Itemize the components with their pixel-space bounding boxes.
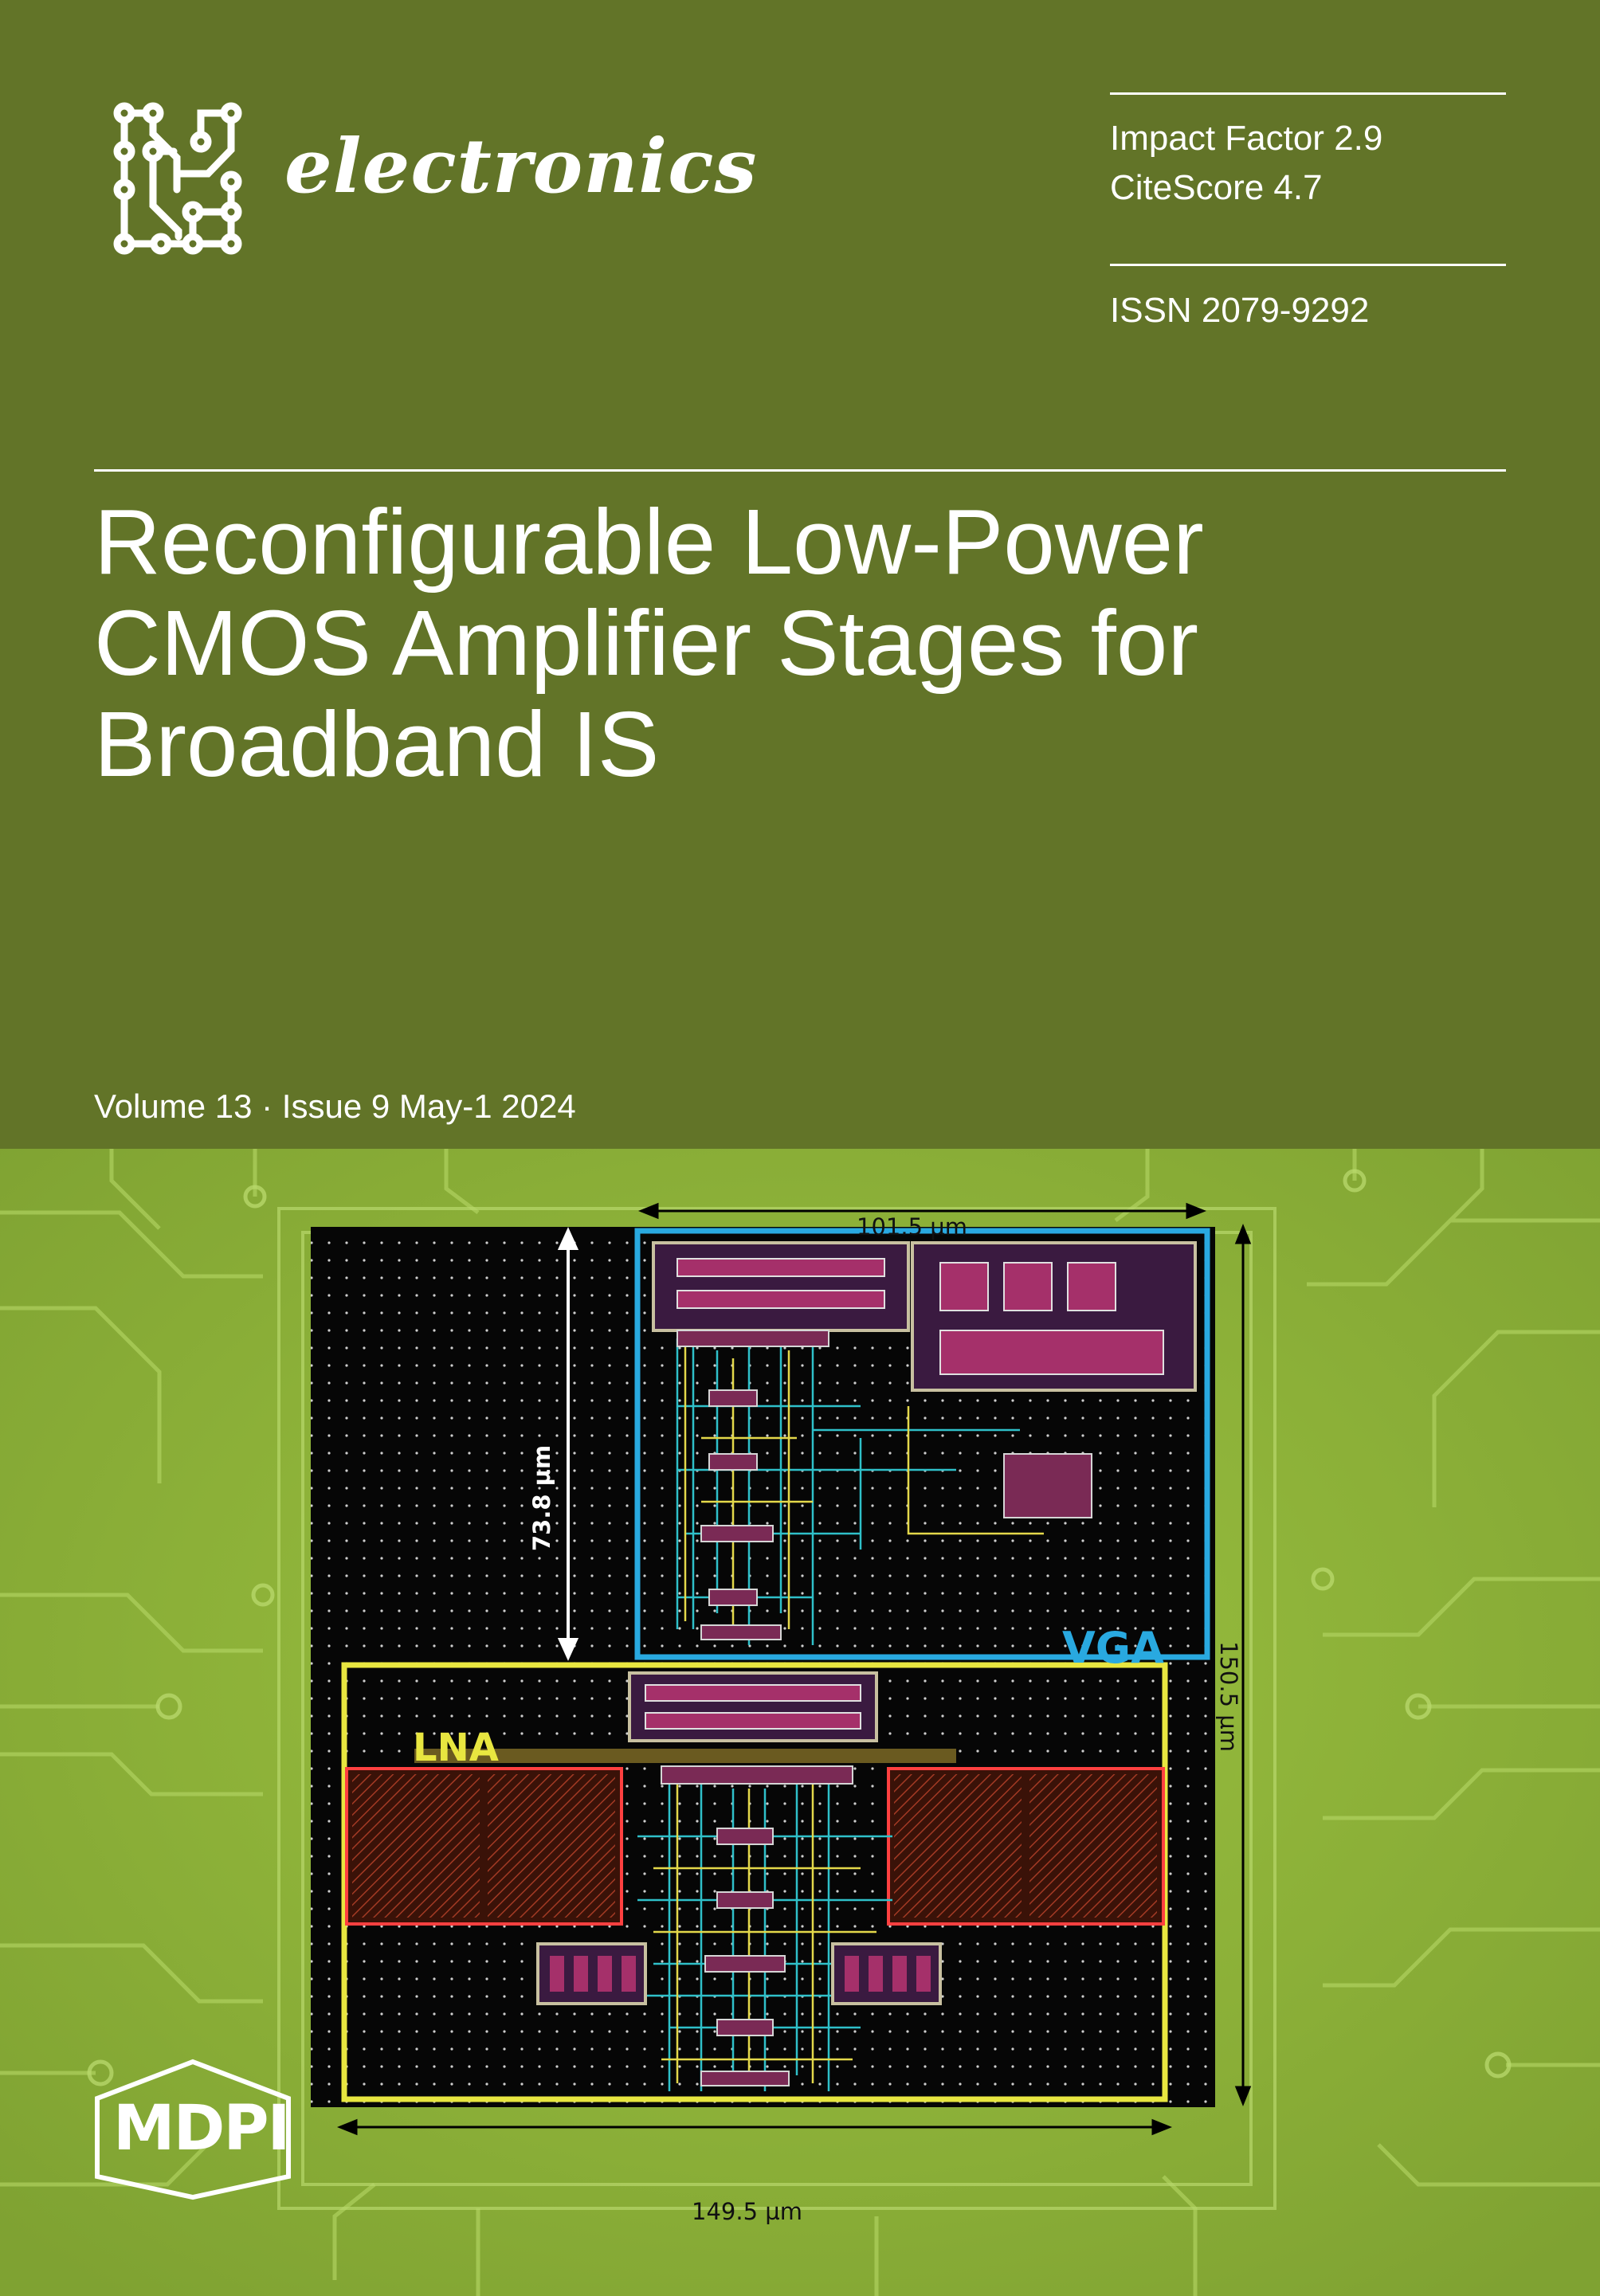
cover-header: electronics Impact Factor 2.9 CiteScore … (94, 92, 1506, 1125)
dimension-top-label: 101.5 µm (857, 1213, 967, 1240)
cite-score: CiteScore 4.7 (1110, 168, 1323, 207)
title-line-3: Broadband IS (94, 692, 660, 796)
title-line-1: Reconfigurable Low-Power (94, 490, 1204, 594)
dimension-bottom-label: 149.5 µm (692, 2198, 802, 2225)
impact-factor: Impact Factor 2.9 (1110, 119, 1383, 158)
lna-block-label: LNA (413, 1726, 499, 1770)
mdpi-logo-icon (95, 2059, 291, 2200)
header-rule-top (1110, 92, 1506, 95)
title-line-2: CMOS Amplifier Stages for (94, 591, 1198, 695)
electronics-logo-icon (113, 102, 242, 255)
header-rule-middle (1110, 264, 1506, 266)
issn: ISSN 2079-9292 (1110, 291, 1370, 330)
chip-layout-figure (311, 1202, 1252, 2136)
dimension-right-label: 150.5 µm (1215, 1641, 1242, 1752)
dimension-left-label: 73.8 µm (528, 1444, 555, 1551)
cover-image: 101.5 µm 150.5 µm 149.5 µm 73.8 µm VGA L… (0, 1149, 1600, 2296)
issue-info: Volume 13 · Issue 9 May-1 2024 (94, 1087, 576, 1125)
publisher-logo-text: MDPI (113, 2093, 291, 2165)
vga-block-label: VGA (1062, 1623, 1164, 1673)
article-title: Reconfigurable Low-Power CMOS Amplifier … (94, 492, 1449, 795)
journal-name: electronics (284, 123, 758, 210)
title-rule (94, 469, 1506, 472)
